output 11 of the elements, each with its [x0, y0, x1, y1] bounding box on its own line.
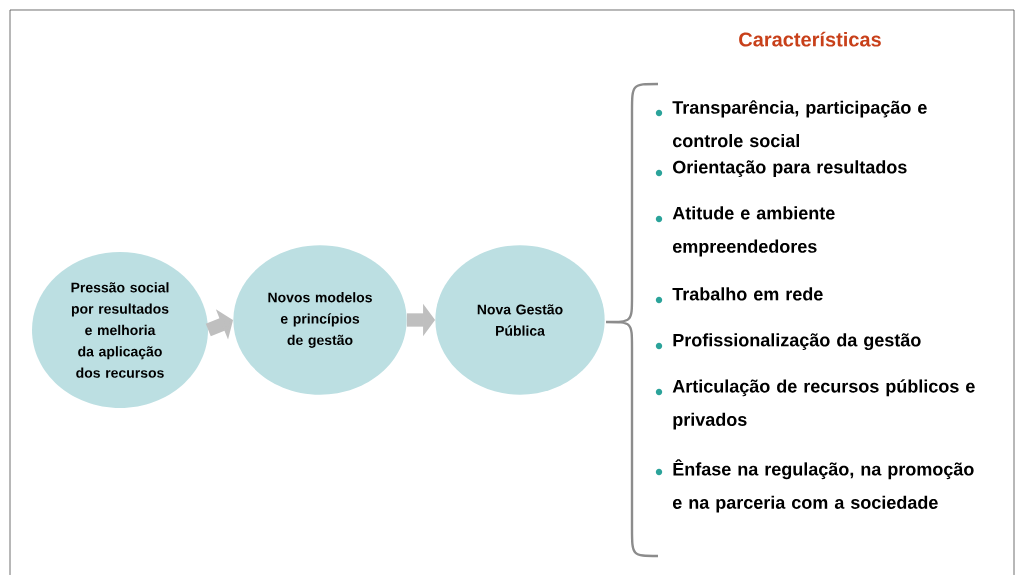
list-item: Profissionalização da gestão: [673, 333, 921, 351]
list-item: Trabalho em rede: [672, 287, 823, 301]
circle-node: Nova Gestão Pública: [435, 245, 605, 395]
list-item: Orientação para resultados: [673, 160, 907, 178]
heading: Características: [739, 31, 881, 47]
list-item: Ênfase na regulação, na promoção e na parceria com a sociedade: [673, 459, 974, 513]
list-item: Atitude e ambiente empreendedores: [672, 206, 835, 257]
list-item: Transparência, participação e controle social: [672, 100, 927, 148]
circle-node: Pressão social por resultados e melhoria da aplicação dos recursos: [32, 252, 208, 408]
circle-node: Novos modelos e princípios de gestão: [233, 245, 407, 395]
list-item: Articulação de recursos públicos e privados: [672, 379, 975, 430]
